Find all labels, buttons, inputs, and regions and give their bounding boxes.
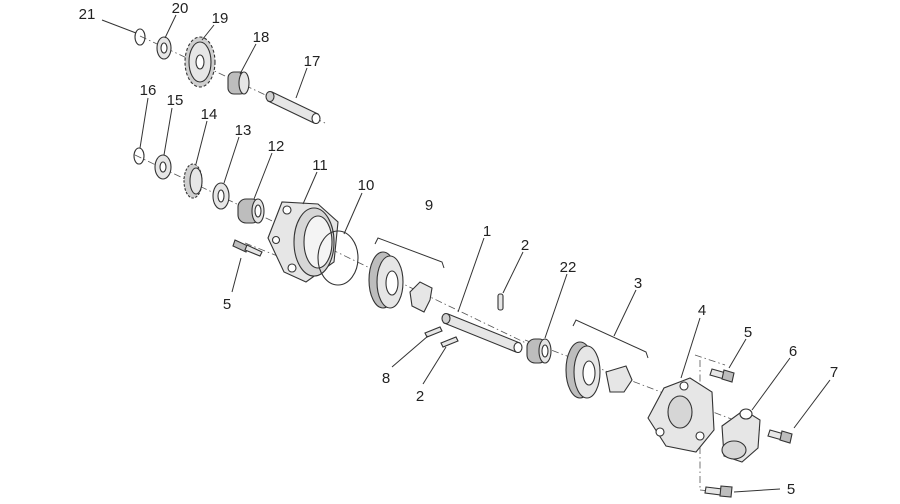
callout-13: 13 xyxy=(235,122,252,139)
needle-bearing-18 xyxy=(227,71,250,95)
pump-cover-4 xyxy=(647,377,715,453)
circlip-16 xyxy=(133,147,145,165)
washer-13 xyxy=(212,182,230,210)
sprocket-19 xyxy=(184,36,216,88)
inner-rotor-3 xyxy=(605,365,633,393)
callout-9: 9 xyxy=(425,197,433,214)
bracket-3 xyxy=(572,319,649,359)
callout-14: 14 xyxy=(201,106,218,123)
pin-2-top xyxy=(497,293,504,311)
callout-2-bottom: 2 xyxy=(416,388,424,405)
callout-18: 18 xyxy=(253,29,270,46)
pin-2-bottom xyxy=(440,336,459,348)
callout-7: 7 xyxy=(830,364,838,381)
callout-17: 17 xyxy=(304,53,321,70)
callout-6: 6 xyxy=(789,343,797,360)
bearing-22 xyxy=(526,338,552,364)
outer-rotor-9 xyxy=(368,251,404,309)
elbow-fitting-6 xyxy=(721,408,761,463)
callout-11: 11 xyxy=(312,157,328,174)
callout-2-top: 2 xyxy=(521,237,529,254)
washer-20 xyxy=(156,36,172,60)
callout-19: 19 xyxy=(212,10,229,27)
leader-lines xyxy=(101,14,831,493)
callout-21: 21 xyxy=(79,6,96,23)
gear-14 xyxy=(183,163,203,199)
screw-5-lower-right xyxy=(704,485,733,498)
screw-7 xyxy=(767,429,793,444)
callout-20: 20 xyxy=(172,0,189,17)
pin-8 xyxy=(424,326,443,338)
shaft-17 xyxy=(265,90,321,125)
callout-12: 12 xyxy=(268,138,285,155)
callout-10: 10 xyxy=(358,177,375,194)
pump-shaft-1 xyxy=(441,312,523,354)
callout-16: 16 xyxy=(140,82,157,99)
callout-5-lower-right: 5 xyxy=(787,481,795,498)
o-ring-10 xyxy=(317,230,359,286)
callout-4: 4 xyxy=(698,302,706,319)
bearing-12 xyxy=(237,198,265,224)
callout-15: 15 xyxy=(167,92,184,109)
callout-8: 8 xyxy=(382,370,390,387)
screw-5-upper-right xyxy=(709,368,735,383)
callout-1: 1 xyxy=(483,223,491,240)
inner-rotor-9 xyxy=(409,281,433,313)
callout-5-left: 5 xyxy=(223,296,231,313)
callout-22: 22 xyxy=(560,259,577,276)
washer-15 xyxy=(154,154,172,180)
callout-5-upper-right: 5 xyxy=(744,324,752,341)
outer-rotor-3 xyxy=(565,341,601,399)
pump-housing-11 xyxy=(267,201,339,283)
callout-3: 3 xyxy=(634,275,642,292)
callout-labels: 21 20 19 18 17 16 15 14 13 12 11 10 9 5 … xyxy=(79,0,839,498)
circlip-21 xyxy=(134,28,146,46)
bracket-9 xyxy=(374,237,445,269)
screw-5-left xyxy=(232,239,263,257)
